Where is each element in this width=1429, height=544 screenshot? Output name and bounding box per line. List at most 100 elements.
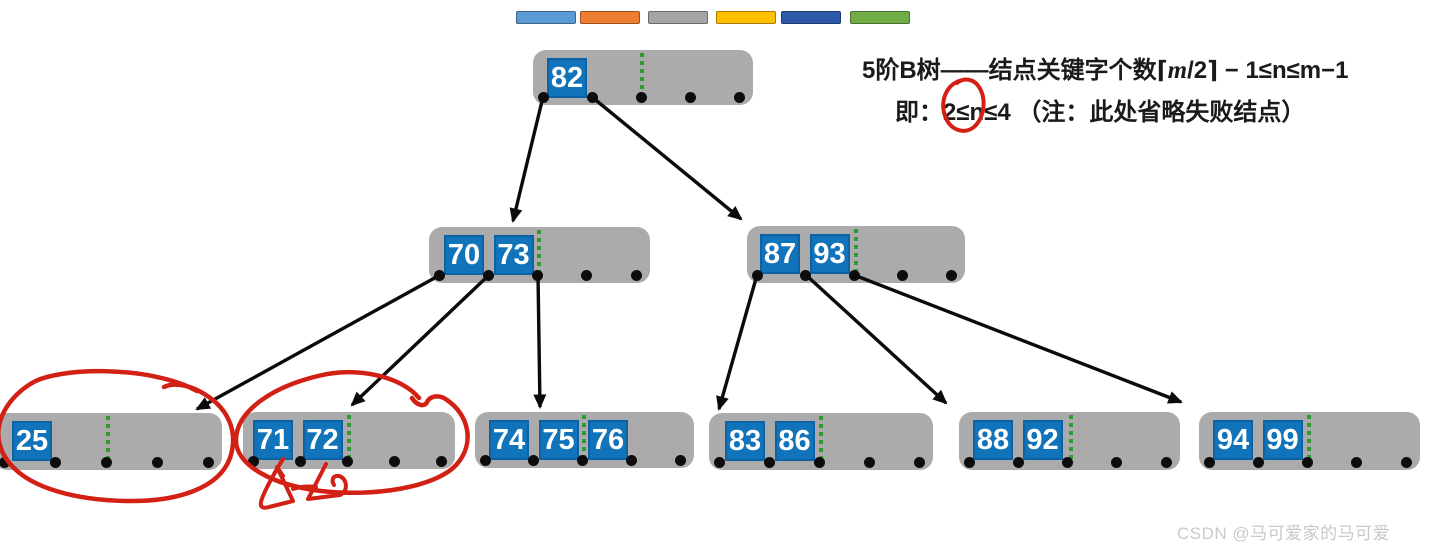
child-pointer-dot xyxy=(713,456,725,468)
child-pointer-dot xyxy=(202,456,214,468)
note-inequality: − 1≤n≤m−1 xyxy=(1218,57,1349,84)
circled-min-value: 2 xyxy=(943,99,957,126)
min-keys-divider xyxy=(854,229,858,275)
child-pointer-dot xyxy=(751,269,763,281)
child-pointer-dot xyxy=(294,455,306,467)
min-keys-divider xyxy=(347,415,351,461)
key-92: 92 xyxy=(1022,420,1063,460)
child-pointer-dot xyxy=(247,455,259,467)
btree-node-82: 82 xyxy=(533,50,753,105)
min-keys-divider xyxy=(640,53,644,97)
min-keys-divider xyxy=(537,230,541,275)
math-variable-m: m xyxy=(1167,57,1188,84)
legend-bar-orange xyxy=(580,11,640,24)
child-pointer-dot xyxy=(1160,456,1172,468)
child-pointer-dot xyxy=(635,91,647,103)
child-pointer-dot xyxy=(674,454,686,466)
child-pointer-dot xyxy=(1400,456,1412,468)
tree-edge-arrow xyxy=(195,273,441,411)
child-pointer-dot xyxy=(763,456,775,468)
child-pointer-dot xyxy=(625,454,637,466)
key-75: 75 xyxy=(538,420,579,460)
tree-edge-arrow xyxy=(804,273,948,405)
red-link-stroke xyxy=(291,484,318,491)
key-72: 72 xyxy=(302,420,343,460)
child-pointer-dot xyxy=(586,91,598,103)
tree-edge-arrow xyxy=(350,273,491,407)
child-pointer-dot xyxy=(1111,456,1123,468)
key-25: 25 xyxy=(12,421,52,461)
min-keys-divider xyxy=(1307,415,1311,462)
child-pointer-dot xyxy=(151,456,163,468)
child-pointer-dot xyxy=(577,454,588,466)
child-pointer-dot xyxy=(482,269,494,281)
key-74: 74 xyxy=(489,420,529,460)
note-range-remark: ≤n≤4 （注：此处省略失败结点） xyxy=(956,99,1306,126)
tree-edge-arrow xyxy=(853,273,1183,404)
key-94: 94 xyxy=(1213,420,1253,460)
min-keys-divider xyxy=(582,415,586,460)
child-pointer-dot xyxy=(848,269,860,281)
key-76: 76 xyxy=(588,420,628,460)
child-pointer-dot xyxy=(863,456,875,468)
note-line-1: 5阶B树——结点关键字个数⌈m/2⌉ − 1≤n≤m−1 xyxy=(862,50,1429,85)
child-pointer-dot xyxy=(800,269,811,281)
child-pointer-dot xyxy=(435,455,447,467)
note-namely-label: 即： xyxy=(895,99,943,126)
child-pointer-dot xyxy=(537,91,549,103)
tree-edge-arrow xyxy=(590,95,743,221)
key-99: 99 xyxy=(1262,420,1303,460)
legend-bar-green xyxy=(850,11,910,24)
child-pointer-dot xyxy=(684,91,696,103)
key-93: 93 xyxy=(809,234,850,274)
note-line-2: 即：2≤n≤4 （注：此处省略失败结点） xyxy=(862,92,1429,127)
min-keys-divider xyxy=(1069,415,1073,462)
child-pointer-dot xyxy=(479,454,491,466)
child-pointer-dot xyxy=(913,456,925,468)
child-pointer-dot xyxy=(1252,456,1264,468)
child-pointer-dot xyxy=(897,269,908,281)
child-pointer-dot xyxy=(1351,456,1363,468)
min-keys-divider xyxy=(819,416,823,462)
note-rule-text: 5阶B树——结点关键字个数 xyxy=(862,57,1157,84)
legend-bar-yellow xyxy=(716,11,776,24)
key-88: 88 xyxy=(973,420,1013,460)
min-keys-divider xyxy=(106,416,110,462)
key-87: 87 xyxy=(760,234,800,274)
legend-bar-gray xyxy=(648,11,708,24)
child-pointer-dot xyxy=(1062,456,1073,468)
child-pointer-dot xyxy=(528,454,540,466)
legend-bar-blue xyxy=(516,11,576,24)
child-pointer-dot xyxy=(813,456,825,468)
key-71: 71 xyxy=(253,420,293,460)
watermark: CSDN @马可爱家的马可爱 xyxy=(1177,524,1391,543)
math-ceil-open: ⌈ xyxy=(1156,57,1168,84)
tree-edge-arrow xyxy=(716,274,759,411)
child-pointer-dot xyxy=(1302,456,1313,468)
key-83: 83 xyxy=(725,421,765,461)
child-pointer-dot xyxy=(945,269,957,281)
annotation-note: 5阶B树——结点关键字个数⌈m/2⌉ − 1≤n≤m−1 即：2≤n≤4 （注：… xyxy=(862,50,1429,127)
child-pointer-dot xyxy=(433,269,445,281)
key-82: 82 xyxy=(547,58,587,98)
child-pointer-dot xyxy=(388,455,400,467)
key-73: 73 xyxy=(493,235,534,275)
legend-bar-dark-blue xyxy=(781,11,841,24)
child-pointer-dot xyxy=(532,269,543,281)
child-pointer-dot xyxy=(341,455,353,467)
child-pointer-dot xyxy=(49,456,61,468)
math-ceil-close: /2⌉ xyxy=(1187,57,1219,84)
key-86: 86 xyxy=(774,421,815,461)
child-pointer-dot xyxy=(1203,456,1215,468)
tree-edge-arrow xyxy=(509,96,545,223)
child-pointer-dot xyxy=(963,456,975,468)
child-pointer-dot xyxy=(630,269,642,281)
red-triangle-mark-2 xyxy=(306,462,348,501)
